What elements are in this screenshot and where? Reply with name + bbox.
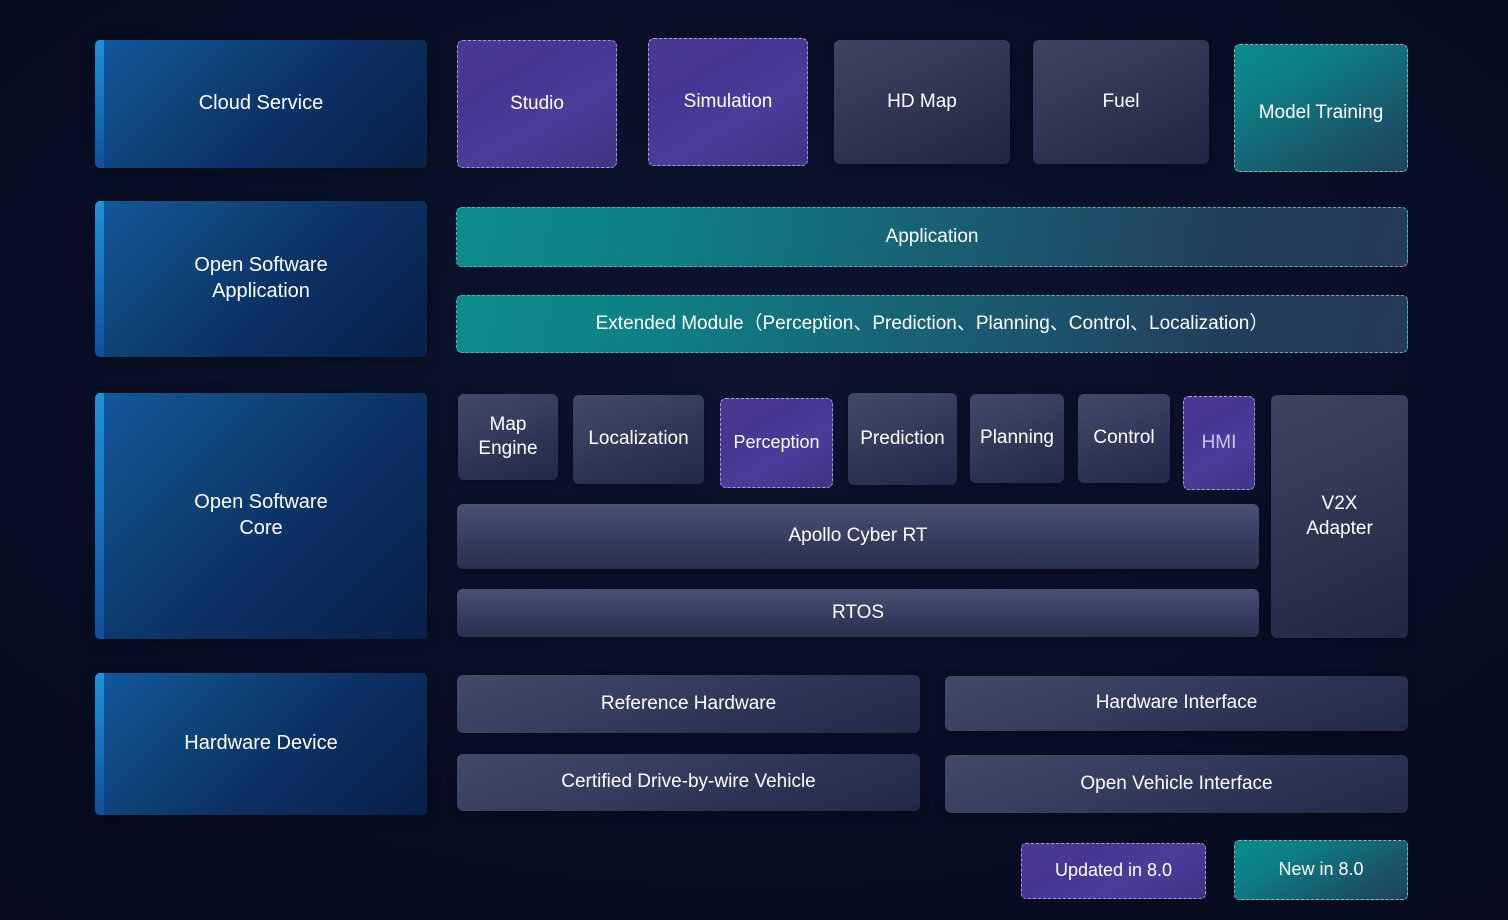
bar-rtos[interactable]: RTOS [457, 589, 1259, 637]
category-hardware-device: Hardware Device [95, 673, 427, 815]
bar-application[interactable]: Application [456, 207, 1408, 267]
card-model-training-label: Model Training [1258, 102, 1384, 123]
category-hardware-device-label: Hardware Device [184, 732, 338, 755]
bar-extended-module[interactable]: Extended Module（Perception、Prediction、Pl… [456, 295, 1408, 353]
card-reference-hardware-label: Reference Hardware [600, 692, 777, 714]
card-simulation[interactable]: Simulation [648, 38, 808, 166]
bar-apollo-cyber-rt-label: Apollo Cyber RT [788, 525, 928, 547]
card-studio[interactable]: Studio [457, 40, 617, 168]
module-control-label: Control [1093, 427, 1155, 449]
card-open-vehicle-interface-label: Open Vehicle Interface [1080, 772, 1273, 794]
bar-apollo-cyber-rt[interactable]: Apollo Cyber RT [457, 504, 1259, 569]
card-open-vehicle-interface[interactable]: Open Vehicle Interface [945, 755, 1408, 813]
module-map-engine-label: Map Engine [478, 413, 538, 459]
module-perception[interactable]: Perception [720, 398, 833, 488]
category-cloud-service-label: Cloud Service [198, 92, 324, 115]
card-hd-map-label: HD Map [887, 90, 957, 112]
category-open-software-application: Open Software Application [95, 201, 427, 357]
card-hardware-interface[interactable]: Hardware Interface [945, 676, 1408, 731]
card-fuel-label: Fuel [1102, 90, 1140, 112]
module-map-engine[interactable]: Map Engine [458, 394, 558, 480]
module-prediction-label: Prediction [860, 427, 945, 449]
card-certified-drive-by-wire-vehicle[interactable]: Certified Drive-by-wire Vehicle [457, 754, 920, 811]
module-perception-label: Perception [733, 432, 820, 453]
card-simulation-label: Simulation [683, 90, 773, 112]
legend-updated-in-8: Updated in 8.0 [1021, 843, 1206, 899]
bar-application-label: Application [885, 225, 979, 247]
card-model-training[interactable]: Model Training [1234, 44, 1408, 172]
module-hmi-label: HMI [1201, 431, 1237, 453]
category-cloud-service: Cloud Service [95, 40, 427, 168]
legend-new-in-8: New in 8.0 [1234, 840, 1408, 900]
legend-updated-in-8-label: Updated in 8.0 [1054, 860, 1173, 881]
module-hmi[interactable]: HMI [1183, 396, 1255, 490]
module-localization-label: Localization [588, 428, 689, 450]
card-fuel[interactable]: Fuel [1033, 40, 1209, 164]
card-hd-map[interactable]: HD Map [834, 40, 1010, 164]
card-reference-hardware[interactable]: Reference Hardware [457, 675, 920, 733]
module-planning[interactable]: Planning [970, 394, 1064, 483]
category-open-software-application-label: Open Software Application [194, 254, 328, 302]
module-localization[interactable]: Localization [573, 395, 704, 484]
module-control[interactable]: Control [1078, 394, 1170, 483]
category-open-software-core-label: Open Software Core [194, 491, 328, 539]
legend-new-in-8-label: New in 8.0 [1278, 859, 1364, 880]
card-v2x-adapter[interactable]: V2X Adapter [1271, 395, 1408, 638]
card-hardware-interface-label: Hardware Interface [1095, 692, 1258, 714]
card-studio-label: Studio [510, 92, 564, 114]
module-prediction[interactable]: Prediction [848, 393, 957, 485]
module-planning-label: Planning [980, 427, 1054, 449]
bar-extended-module-label: Extended Module（Perception、Prediction、Pl… [595, 312, 1269, 334]
bar-rtos-label: RTOS [831, 601, 885, 623]
card-v2x-adapter-label: V2X Adapter [1306, 493, 1373, 539]
card-certified-drive-by-wire-vehicle-label: Certified Drive-by-wire Vehicle [561, 771, 816, 793]
category-open-software-core: Open Software Core [95, 393, 427, 639]
